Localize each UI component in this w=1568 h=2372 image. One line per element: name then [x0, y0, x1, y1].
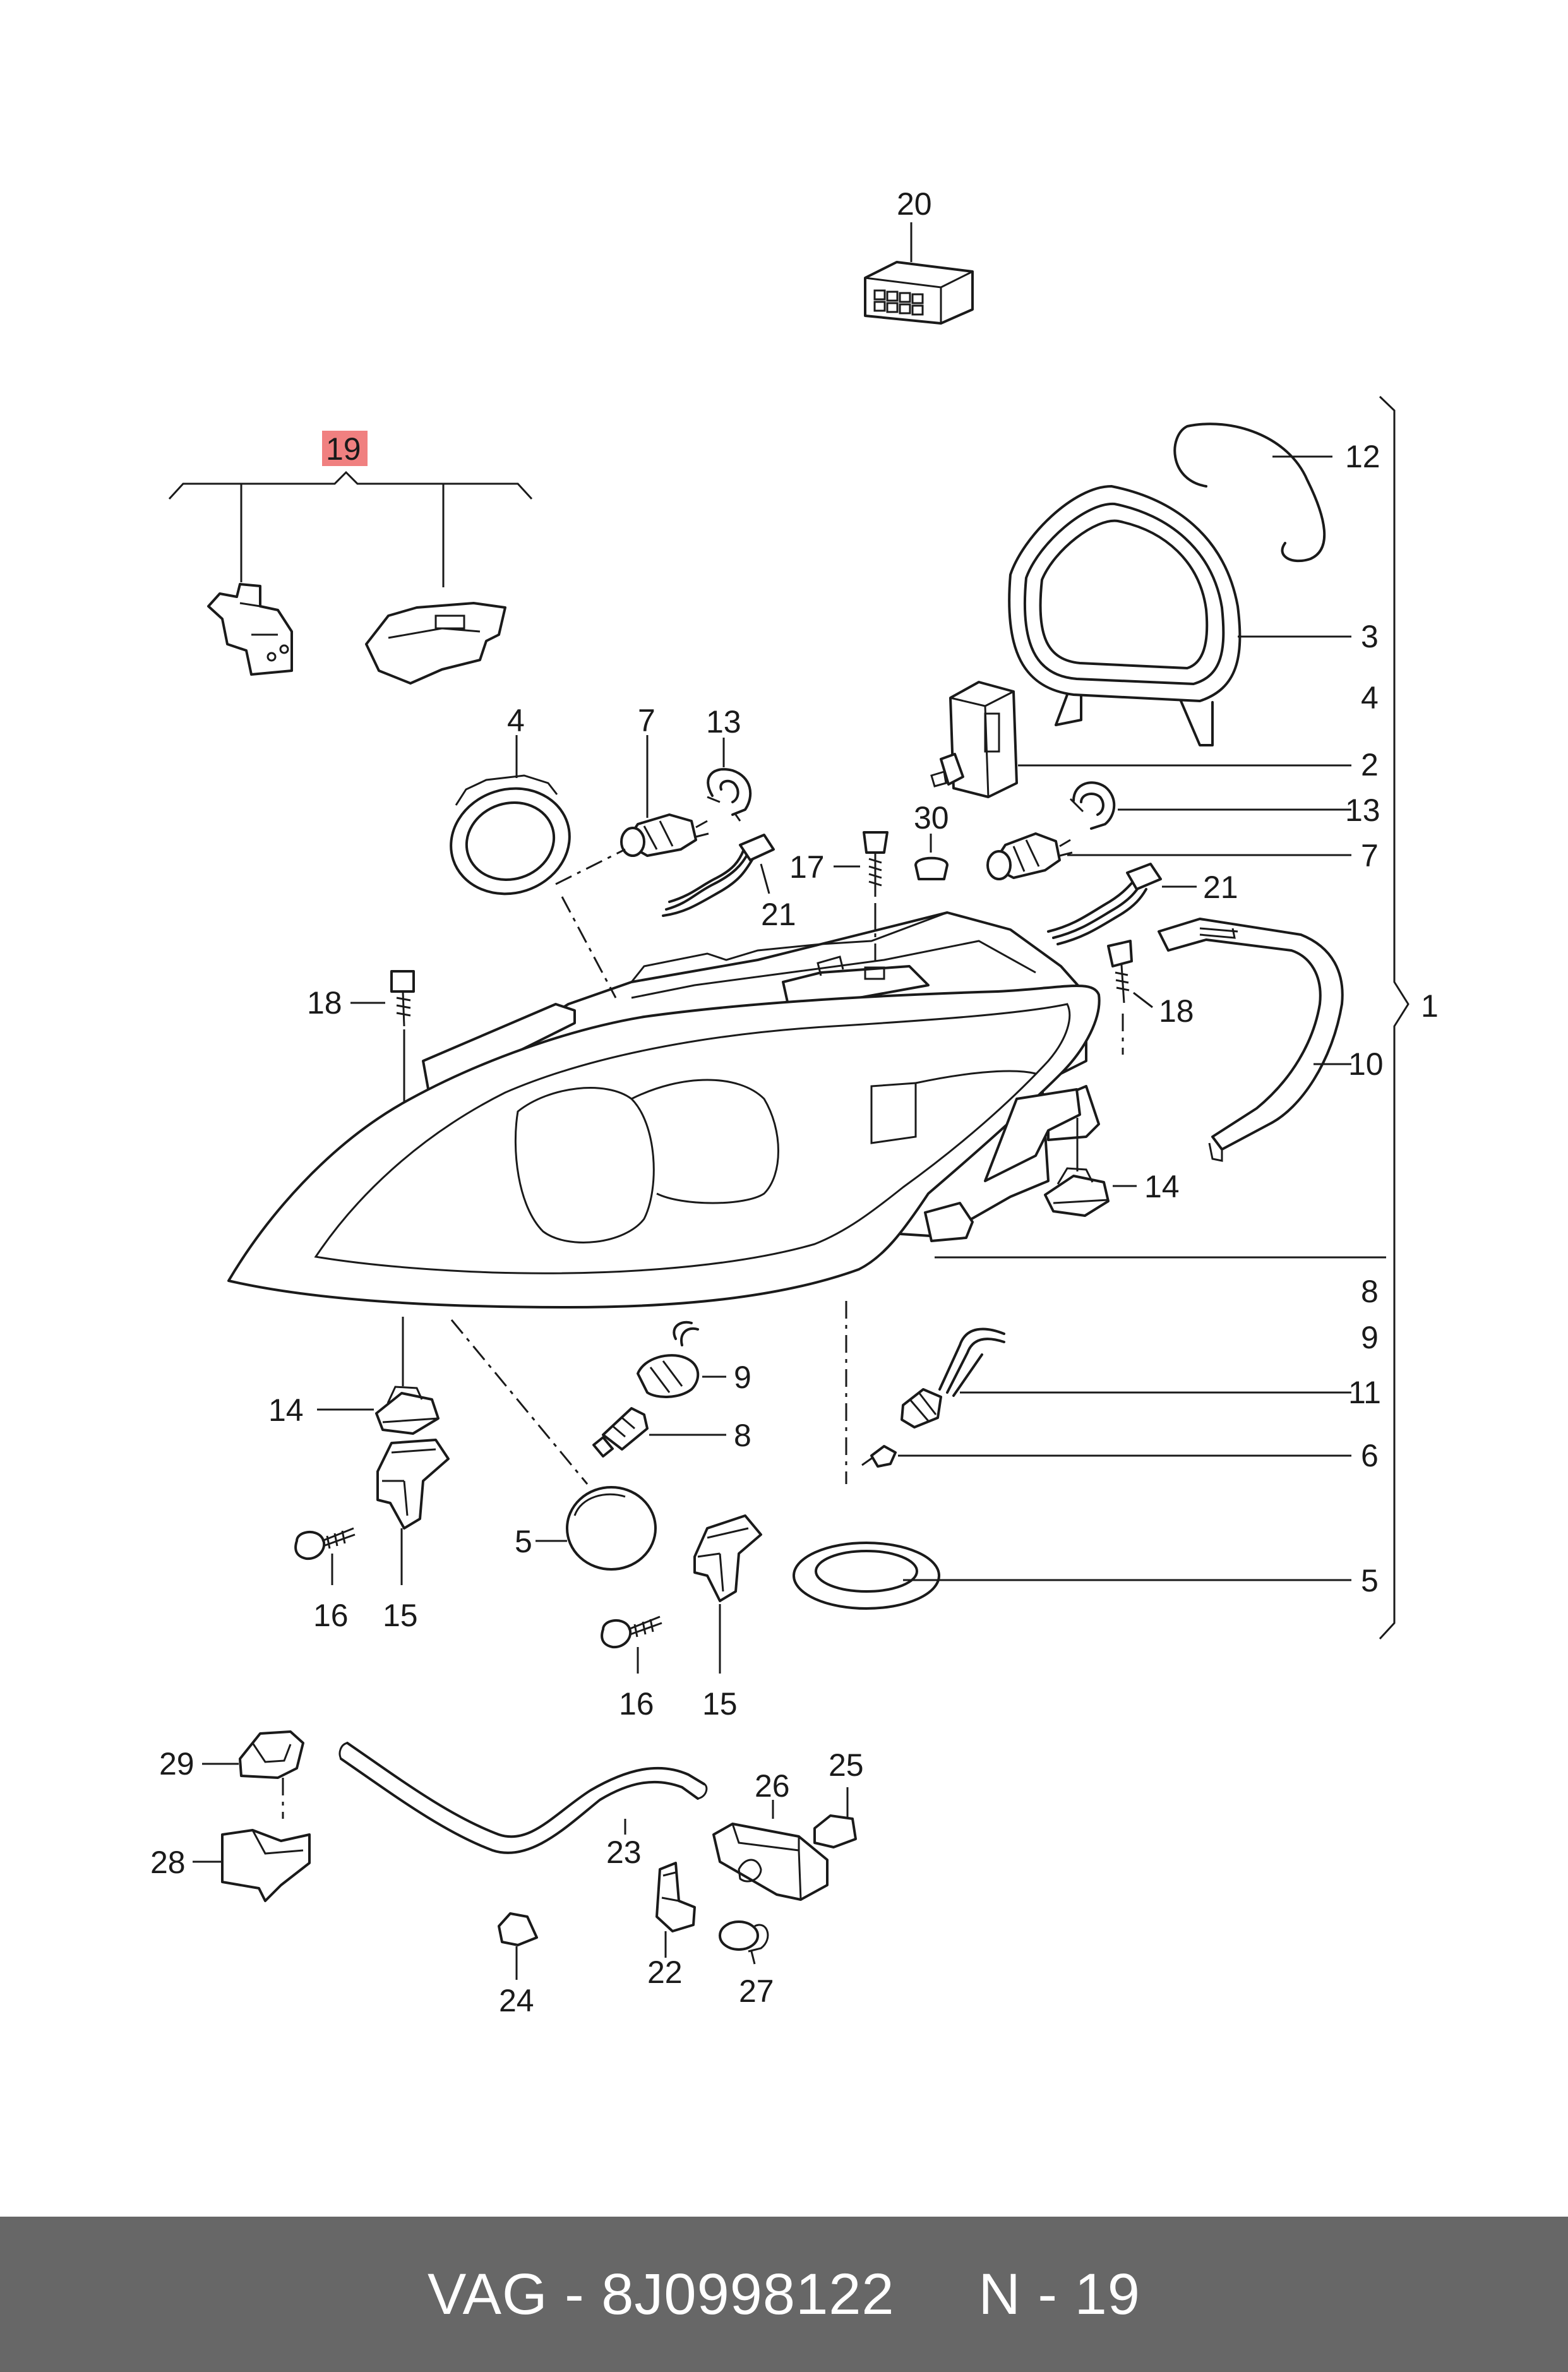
part-18-screw-left [350, 970, 415, 1102]
part-5-cover-cap-left [536, 1486, 657, 1571]
part-21-wiring-right [1047, 863, 1197, 945]
part-13-bulb-clip-left [707, 738, 752, 822]
assembly-bracket-1 [1379, 395, 1409, 1640]
label-9-mid: 9 [734, 1360, 751, 1395]
part-5-grommet-right [793, 1542, 1351, 1610]
part-4-retaining-ring [450, 735, 571, 895]
label-14-left: 14 [268, 1393, 304, 1428]
part-15-16-bracket-left [294, 1439, 450, 1585]
label-5-right: 5 [1361, 1563, 1379, 1598]
label-4-left: 4 [507, 703, 525, 738]
label-23: 23 [606, 1835, 642, 1870]
parts-diagram: 20 19 12 3 4 2 13 7 21 1 10 8 9 11 6 5 4… [150, 186, 1439, 2018]
label-11: 11 [1348, 1375, 1381, 1410]
label-29: 29 [159, 1746, 195, 1782]
label-18-left: 18 [307, 985, 342, 1021]
part-7-bulb-left [620, 735, 709, 857]
part-14-socket-right [1044, 1118, 1137, 1217]
label-13-left: 13 [706, 704, 741, 740]
label-7-left: 7 [638, 703, 655, 738]
label-14-right: 14 [1144, 1169, 1180, 1204]
label-19: 19 [326, 431, 361, 467]
part-24-clip [498, 1912, 538, 1980]
assembly-lines [403, 848, 877, 1485]
part-7-bulb-right [986, 832, 1351, 880]
label-17: 17 [789, 849, 825, 885]
label-18-right: 18 [1159, 993, 1194, 1029]
label-12: 12 [1345, 439, 1380, 474]
part-2-level-adjuster [930, 681, 1351, 798]
label-13-right: 13 [1345, 793, 1380, 828]
part-1-headlight-assembly [227, 911, 1386, 1309]
part-30-cap [914, 834, 949, 880]
label-15-right: 15 [702, 1686, 738, 1722]
part-18-screw-right [1107, 940, 1153, 1055]
part-12-spring-clip [1173, 422, 1332, 563]
part-19-bracket-kit [168, 431, 533, 685]
part-3-housing-seal [1008, 485, 1351, 746]
label-26: 26 [755, 1768, 790, 1804]
part-20-connector-housing [864, 222, 974, 325]
label-22: 22 [647, 1955, 683, 1990]
part-21-wiring-left [662, 834, 775, 917]
label-5-left: 5 [515, 1524, 532, 1559]
label-24: 24 [499, 1983, 534, 2018]
callout-labels: 20 19 12 3 4 2 13 7 21 1 10 8 9 11 6 5 4… [150, 186, 1439, 2018]
part-13-bulb-clip-right [1069, 781, 1351, 830]
part-29-28-clip-bracket [193, 1730, 311, 1902]
label-10: 10 [1348, 1046, 1384, 1082]
label-21-right: 21 [1203, 870, 1238, 905]
label-19-highlight [322, 431, 368, 466]
part-10-trim-strip [1158, 918, 1351, 1162]
label-1: 1 [1421, 988, 1439, 1024]
label-8-mid: 8 [734, 1418, 751, 1453]
label-20: 20 [897, 186, 932, 222]
part-22-connector [655, 1862, 696, 1958]
label-8-right: 8 [1361, 1274, 1379, 1309]
label-16-right: 16 [619, 1686, 654, 1722]
label-9-right: 9 [1361, 1320, 1379, 1355]
label-16-left: 16 [313, 1598, 349, 1633]
label-4-right: 4 [1361, 680, 1379, 716]
part-23-vent-hose [338, 1742, 708, 1854]
label-7-right: 7 [1361, 838, 1379, 873]
part-15-16-bracket-right [601, 1514, 762, 1674]
part-26-valve [712, 1800, 829, 1901]
part-14-socket-left [317, 1317, 440, 1435]
label-28: 28 [150, 1845, 186, 1880]
label-30: 30 [914, 800, 949, 836]
part-11-6-socket-wiring [861, 1327, 1351, 1468]
footer-bar: VAG - 8J0998122 N - 19 [0, 2217, 1568, 2372]
label-27: 27 [739, 1974, 774, 2009]
label-3: 3 [1361, 619, 1379, 654]
label-15-left: 15 [383, 1598, 418, 1633]
footer-part-number: VAG - 8J0998122 N - 19 [428, 2261, 1140, 2327]
label-6: 6 [1361, 1438, 1379, 1473]
part-9-8-bulb-socket [592, 1321, 726, 1458]
label-21-left: 21 [761, 897, 796, 932]
part-27-grommet [719, 1920, 769, 1965]
part-25-clip [813, 1787, 857, 1848]
label-2: 2 [1361, 747, 1379, 782]
label-25: 25 [829, 1747, 864, 1783]
